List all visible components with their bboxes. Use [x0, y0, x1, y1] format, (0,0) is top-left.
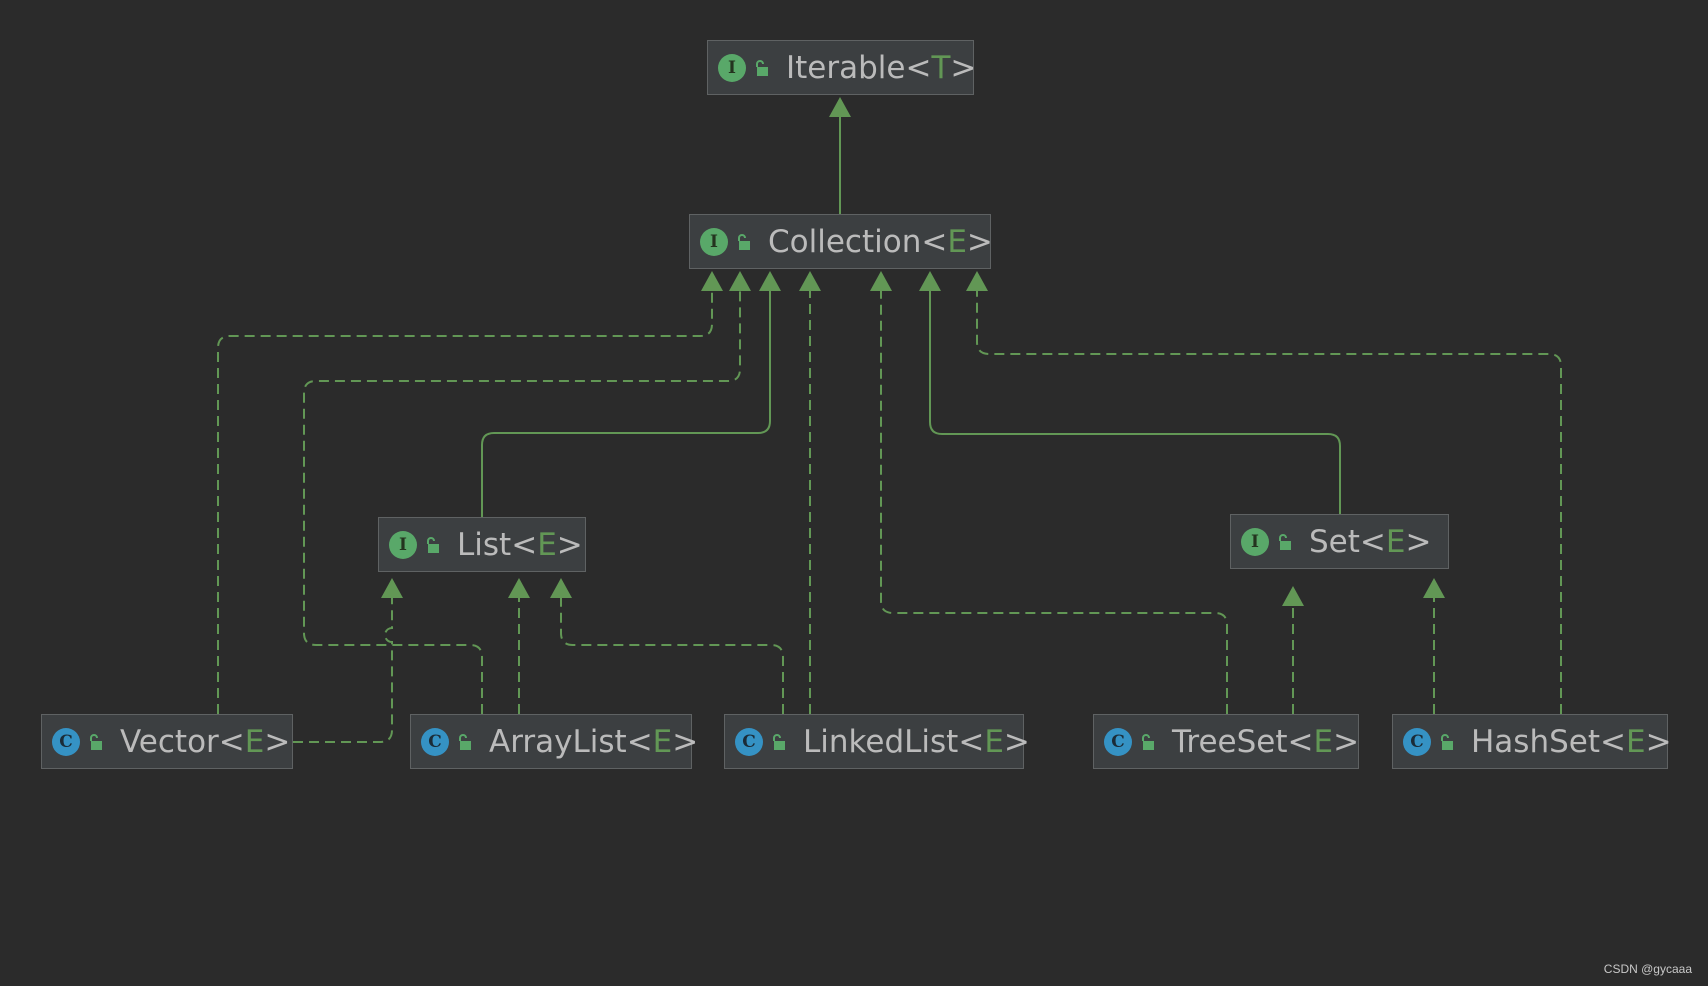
class-icon: C: [1104, 727, 1132, 756]
unlock-icon: [459, 733, 471, 750]
type-parameter: E: [244, 723, 265, 760]
node-hashset[interactable]: C HashSet<E>: [1392, 714, 1672, 769]
unlock-icon: [1441, 733, 1453, 750]
edge-vector-to-list: [293, 590, 393, 743]
interface-icon: I: [1241, 527, 1269, 556]
arrowhead-arraylist-to-list: [508, 578, 530, 598]
arrowhead-hashset-to-collection: [966, 271, 988, 291]
type-parameter: E: [947, 223, 967, 260]
node-iterable[interactable]: I Iterable<T>: [707, 40, 976, 95]
type-parameter: E: [1385, 523, 1406, 560]
type-parameter: E: [1626, 723, 1646, 760]
unlock-icon: [738, 233, 750, 250]
type-name: HashSet: [1471, 723, 1601, 760]
node-linkedlist[interactable]: C LinkedList<E>: [724, 714, 1030, 769]
edge-list-to-collection: [481, 283, 771, 517]
arrowhead-linkedlist-to-list: [550, 578, 572, 598]
edge-vector-to-collection: [217, 283, 713, 714]
unlock-icon: [90, 733, 102, 750]
type-name: Iterable: [786, 49, 906, 86]
interface-icon: I: [700, 227, 728, 256]
unlock-icon: [427, 536, 439, 553]
type-parameter: T: [931, 49, 951, 86]
arrowhead-linkedlist-to-collection: [799, 271, 821, 291]
node-set[interactable]: I Set<E>: [1230, 514, 1449, 569]
unlock-icon: [1279, 533, 1291, 550]
type-name: Collection: [768, 223, 922, 260]
arrowhead-treeset-to-collection: [870, 271, 892, 291]
interface-icon: I: [389, 530, 417, 559]
node-collection[interactable]: I Collection<E>: [689, 214, 993, 269]
edge-linkedlist-to-list: [560, 590, 784, 714]
type-parameter: E: [1313, 723, 1334, 760]
arrowhead-set-to-collection: [919, 271, 941, 291]
node-vector[interactable]: C Vector<E>: [41, 714, 293, 769]
class-icon: C: [735, 727, 763, 756]
node-treeset[interactable]: C TreeSet<E>: [1093, 714, 1359, 769]
unlock-icon: [773, 733, 785, 750]
arrowhead-list-to-collection: [759, 271, 781, 291]
class-icon: C: [52, 727, 80, 756]
type-name: Vector: [120, 723, 219, 760]
edge-treeset-to-collection: [880, 283, 1228, 714]
arrowhead-arraylist-to-collection: [729, 271, 751, 291]
watermark: CSDN @gycaaa: [1603, 962, 1692, 976]
type-name: ArrayList: [489, 723, 627, 760]
class-icon: C: [1403, 727, 1431, 756]
arrowhead-collection-to-iterable: [829, 97, 851, 117]
unlock-icon: [756, 59, 768, 76]
type-name: LinkedList: [803, 723, 959, 760]
type-parameter: E: [984, 723, 1004, 760]
unlock-icon: [1142, 733, 1154, 750]
node-arraylist[interactable]: C ArrayList<E>: [410, 714, 698, 769]
arrowhead-vector-to-list: [381, 578, 403, 598]
arrowhead-vector-to-collection: [701, 271, 723, 291]
type-parameter: E: [537, 526, 557, 563]
class-icon: C: [421, 727, 449, 756]
edge-set-to-collection: [929, 283, 1341, 514]
type-name: TreeSet: [1172, 723, 1288, 760]
arrowhead-treeset-to-set: [1282, 586, 1304, 606]
interface-icon: I: [718, 53, 746, 82]
type-parameter: E: [652, 723, 673, 760]
edge-arraylist-to-collection: [303, 283, 741, 714]
node-list[interactable]: I List<E>: [378, 517, 586, 572]
type-name: List: [457, 526, 512, 563]
arrowhead-hashset-to-set: [1423, 578, 1445, 598]
edge-hashset-to-collection: [976, 283, 1562, 714]
type-name: Set: [1309, 523, 1360, 560]
